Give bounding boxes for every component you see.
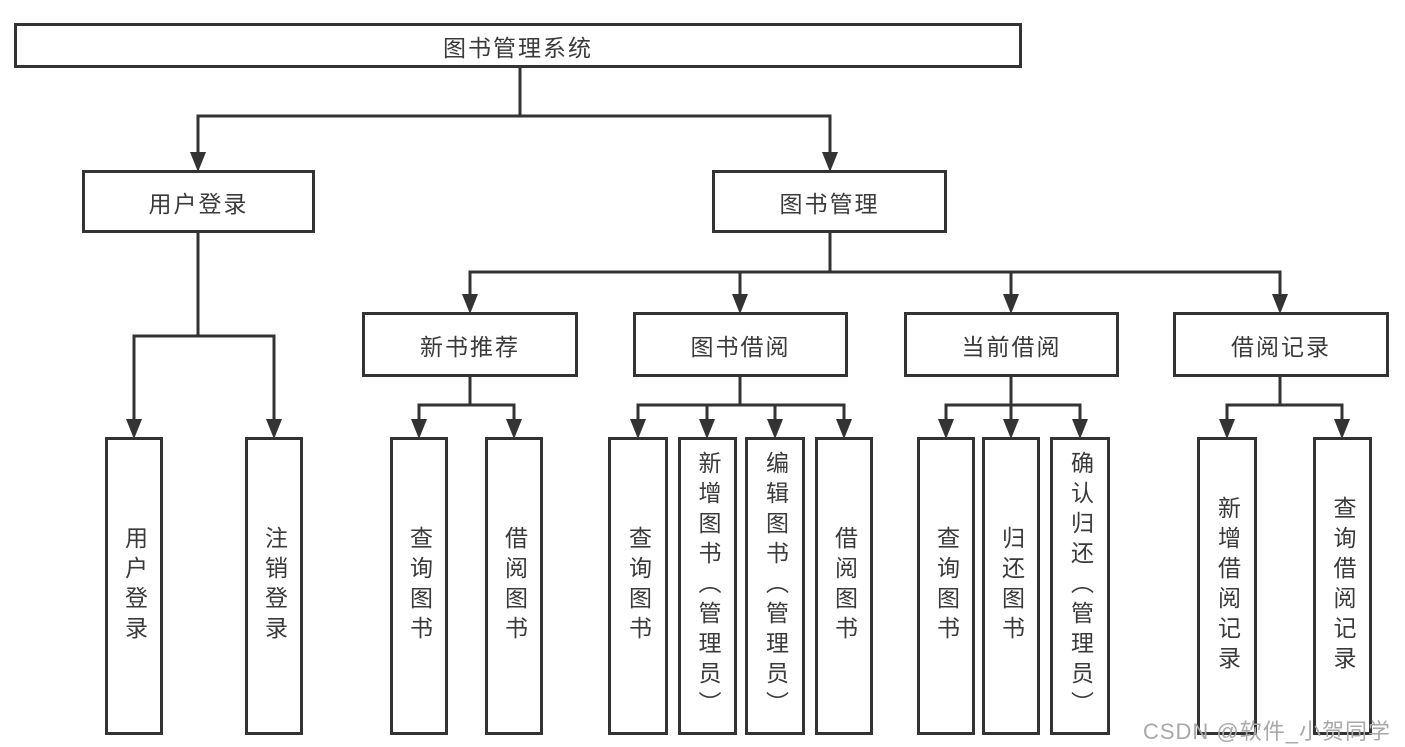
node-user-login-label: 用户登录 bbox=[148, 190, 249, 217]
node-new-book-recommend: 新书推荐 bbox=[362, 312, 578, 377]
leaf-edit-books-admin: 编辑图书（管理员） bbox=[745, 437, 805, 735]
leaf-confirm-return-admin: 确认归还（管理员） bbox=[1050, 437, 1110, 735]
leaf-query-books-borrow: 查询图书 bbox=[608, 437, 668, 735]
node-root: 图书管理系统 bbox=[14, 23, 1022, 68]
node-book-management-label: 图书管理 bbox=[779, 190, 880, 217]
node-book-management: 图书管理 bbox=[712, 170, 947, 233]
leaf-borrow-books-recommend: 借阅图书 bbox=[485, 437, 543, 735]
leaf-return-books: 归还图书 bbox=[982, 437, 1040, 735]
leaf-add-borrow-record: 新增借阅记录 bbox=[1197, 437, 1257, 735]
node-borrow-records-label: 借阅记录 bbox=[1231, 333, 1331, 360]
leaf-query-borrow-record: 查询借阅记录 bbox=[1313, 437, 1372, 735]
node-root-label: 图书管理系统 bbox=[443, 34, 593, 61]
node-borrow-records: 借阅记录 bbox=[1173, 312, 1389, 377]
node-book-borrow-label: 图书借阅 bbox=[690, 333, 791, 360]
leaf-borrow-books: 借阅图书 bbox=[815, 437, 873, 735]
csdn-watermark: CSDN @软件_小贺同学 bbox=[1142, 719, 1391, 744]
node-current-borrow-label: 当前借阅 bbox=[961, 333, 1062, 360]
leaf-add-books-admin: 新增图书（管理员） bbox=[678, 437, 737, 735]
node-current-borrow: 当前借阅 bbox=[904, 312, 1119, 377]
leaf-query-books-recommend: 查询图书 bbox=[390, 437, 448, 735]
node-new-book-recommend-label: 新书推荐 bbox=[420, 333, 520, 360]
node-book-borrow: 图书借阅 bbox=[633, 312, 848, 377]
leaf-logout: 注销登录 bbox=[245, 437, 303, 735]
leaf-user-login: 用户登录 bbox=[105, 437, 163, 735]
node-user-login: 用户登录 bbox=[82, 170, 315, 233]
leaf-query-books-current: 查询图书 bbox=[917, 437, 975, 735]
